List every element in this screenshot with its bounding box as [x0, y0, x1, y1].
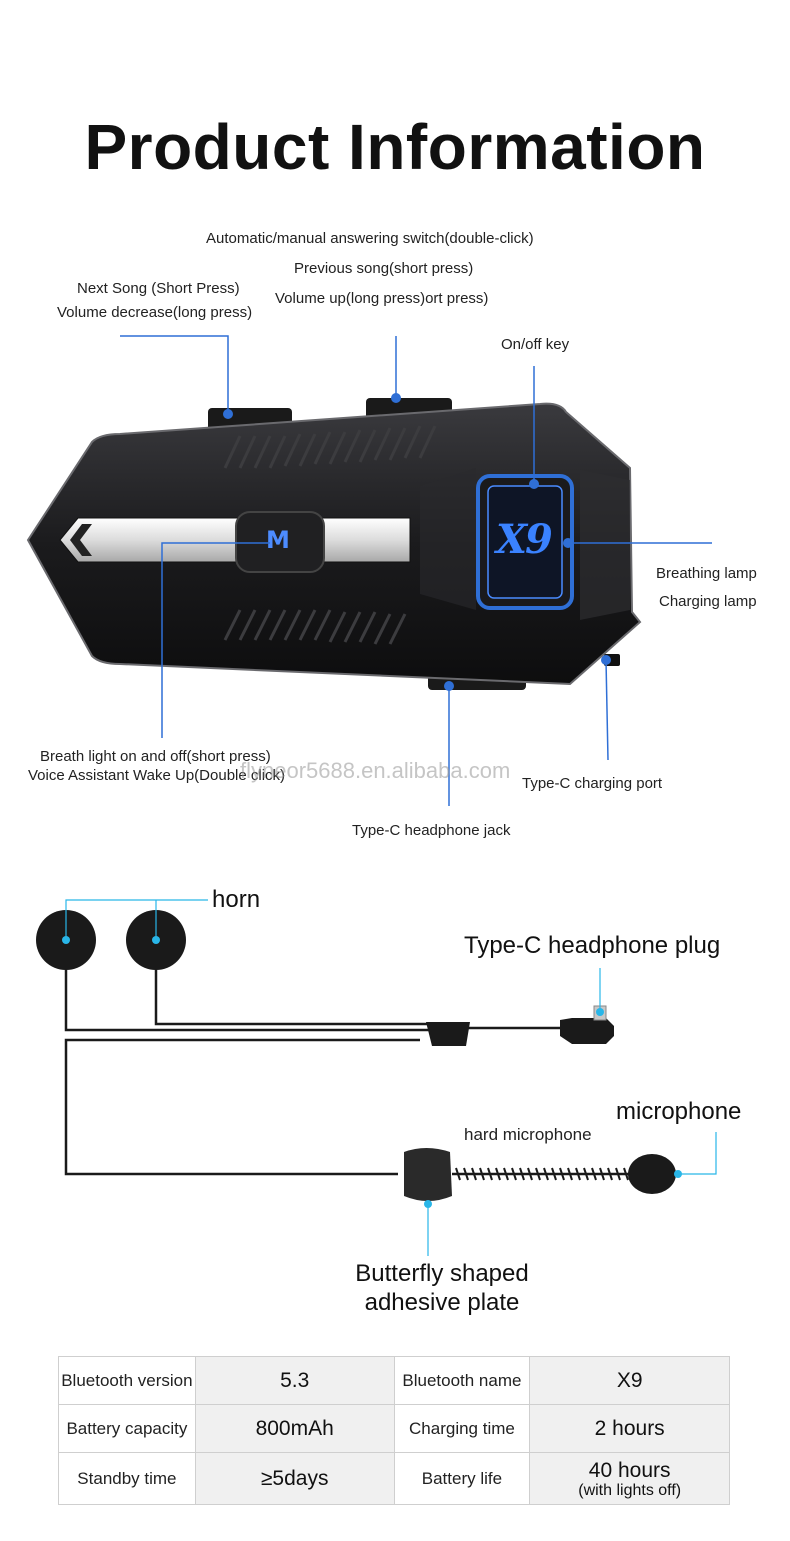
spec-key: Bluetooth name — [393, 1356, 531, 1405]
spec-value: X9 — [529, 1356, 730, 1405]
microphone-foam — [628, 1154, 676, 1194]
label-plate-line2: adhesive plate — [364, 1289, 520, 1316]
label-plate-line1: Butterfly shaped — [355, 1260, 529, 1287]
label-voice-assistant: Voice Assistant Wake Up(Double click) — [28, 767, 286, 784]
table-row: Standby time ≥5days Battery life 40 hour… — [58, 1452, 730, 1505]
m-button — [235, 511, 325, 573]
label-breath-light: Breath light on and off(short press) — [40, 748, 271, 765]
spec-table: Bluetooth version 5.3 Bluetooth name X9 … — [58, 1356, 730, 1505]
typec-plug — [560, 1018, 614, 1044]
spec-value-main: 40 hours — [588, 1458, 671, 1482]
label-previous-song: Previous song(short press) — [294, 260, 474, 277]
wire-splitter — [426, 1022, 470, 1046]
spec-value: ≥5days — [194, 1452, 395, 1505]
label-auto-switch: Automatic/manual answering switch(double… — [206, 230, 534, 247]
label-charging-lamp: Charging lamp — [659, 593, 757, 610]
label-typec-plug: Type-C headphone plug — [464, 932, 721, 959]
m-button-label: M — [266, 526, 290, 554]
label-hard-microphone: hard microphone — [464, 1125, 592, 1144]
top-grille — [223, 425, 437, 469]
bottom-grille — [223, 609, 407, 645]
table-row: Bluetooth version 5.3 Bluetooth name X9 — [58, 1356, 730, 1405]
label-volume-decrease: Volume decrease(long press) — [57, 304, 253, 321]
label-volume-up: Volume up(long press)ort press) — [275, 290, 489, 307]
x9-logo: X9 — [496, 516, 553, 563]
label-breathing-lamp: Breathing lamp — [656, 565, 757, 582]
label-typec-jack: Type-C headphone jack — [352, 822, 511, 839]
table-row: Battery capacity 800mAh Charging time 2 … — [58, 1404, 730, 1453]
label-onoff-key: On/off key — [501, 336, 570, 353]
spec-value-battery-life: 40 hours (with lights off) — [529, 1452, 730, 1505]
label-horn: horn — [212, 886, 261, 913]
butterfly-plate — [404, 1148, 452, 1201]
spec-value: 2 hours — [529, 1404, 730, 1453]
watermark: flyneor5688.en.alibaba.com — [240, 758, 511, 783]
spec-key: Standby time — [58, 1452, 196, 1505]
spec-value-note: (with lights off) — [578, 1481, 682, 1499]
spec-key: Charging time — [393, 1404, 531, 1453]
spec-value: 800mAh — [194, 1404, 395, 1453]
spec-key: Battery capacity — [58, 1404, 196, 1453]
spec-key: Bluetooth version — [58, 1356, 196, 1405]
spec-value: 5.3 — [194, 1356, 395, 1405]
label-microphone: microphone — [616, 1098, 742, 1125]
page-title: Product Information — [84, 111, 706, 183]
label-typec-charging: Type-C charging port — [522, 775, 663, 792]
spec-key: Battery life — [393, 1452, 531, 1505]
label-next-song: Next Song (Short Press) — [77, 280, 240, 297]
